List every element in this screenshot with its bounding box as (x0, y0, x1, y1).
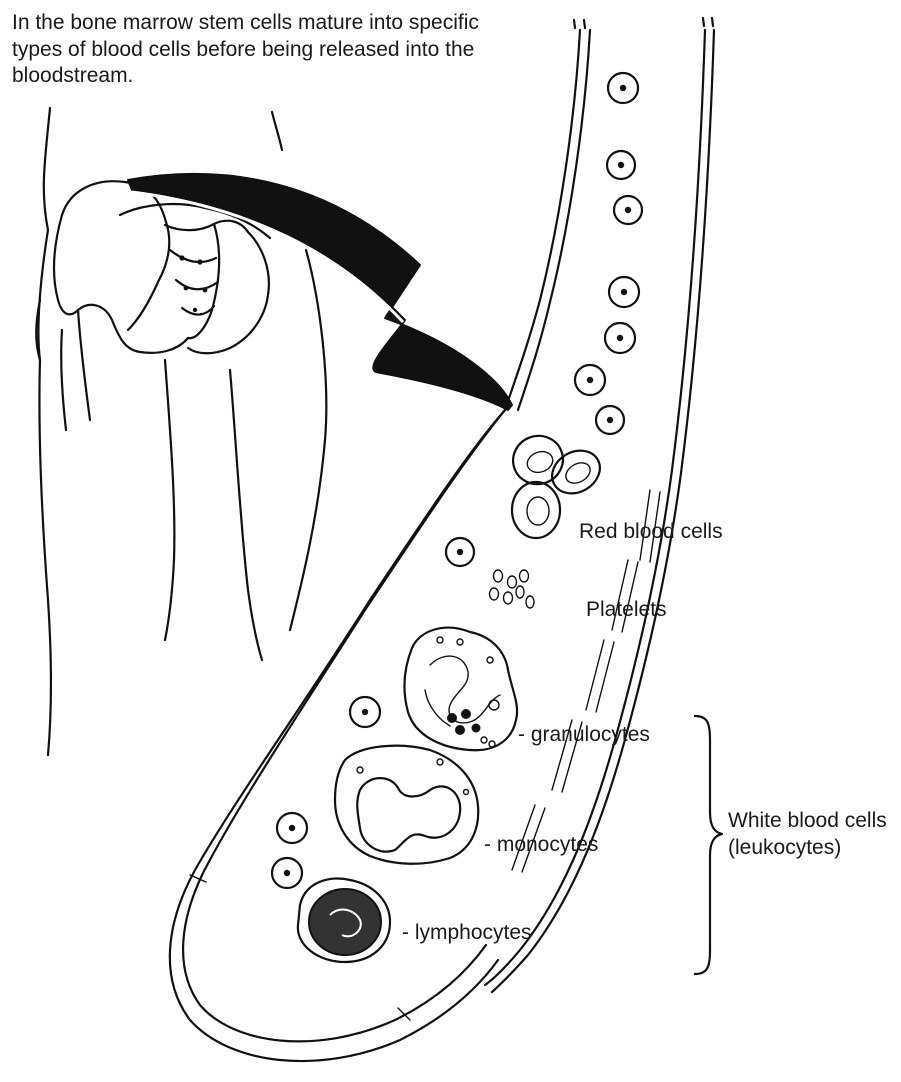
monocyte-drawing (335, 746, 478, 864)
label-lymphocytes: - lymphocytes (402, 920, 532, 946)
label-granulocytes: - granulocytes (518, 722, 650, 748)
label-platelets: Platelets (586, 597, 667, 623)
label-white-blood-cells: White blood cells (leukocytes) (728, 808, 901, 862)
intro-caption: In the bone marrow stem cells mature int… (12, 10, 482, 90)
granulocyte-drawing (405, 628, 518, 751)
marrow-to-blood-arrow (128, 174, 512, 410)
label-red-blood-cells: Red blood cells (579, 519, 723, 545)
lymphocyte-drawing (298, 878, 390, 962)
label-monocytes: - monocytes (484, 832, 598, 858)
platelets-drawing (490, 570, 535, 608)
pelvis-illustration (36, 181, 270, 430)
white-blood-cells-brace (695, 716, 722, 974)
